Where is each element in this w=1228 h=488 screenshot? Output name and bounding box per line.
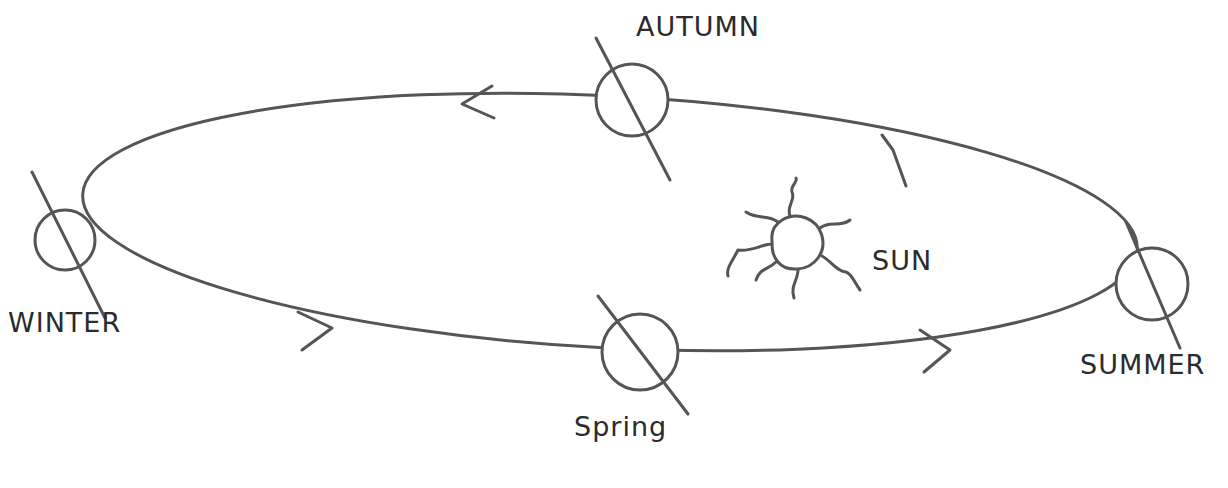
direction-arrow (462, 86, 494, 118)
direction-arrow (920, 330, 950, 372)
sun-label: SUN (872, 246, 932, 276)
season-label: Spring (574, 412, 667, 442)
season-label: WINTER (8, 308, 121, 338)
earth-globe (596, 38, 670, 180)
earth-globe (32, 172, 105, 318)
direction-arrow (882, 135, 906, 186)
earth-globe (1116, 222, 1188, 348)
sun-symbol (728, 178, 860, 298)
earth-globe (598, 296, 688, 414)
direction-arrow (298, 312, 332, 350)
season-label: AUTUMN (636, 12, 760, 42)
season-label: SUMMER (1080, 350, 1205, 380)
